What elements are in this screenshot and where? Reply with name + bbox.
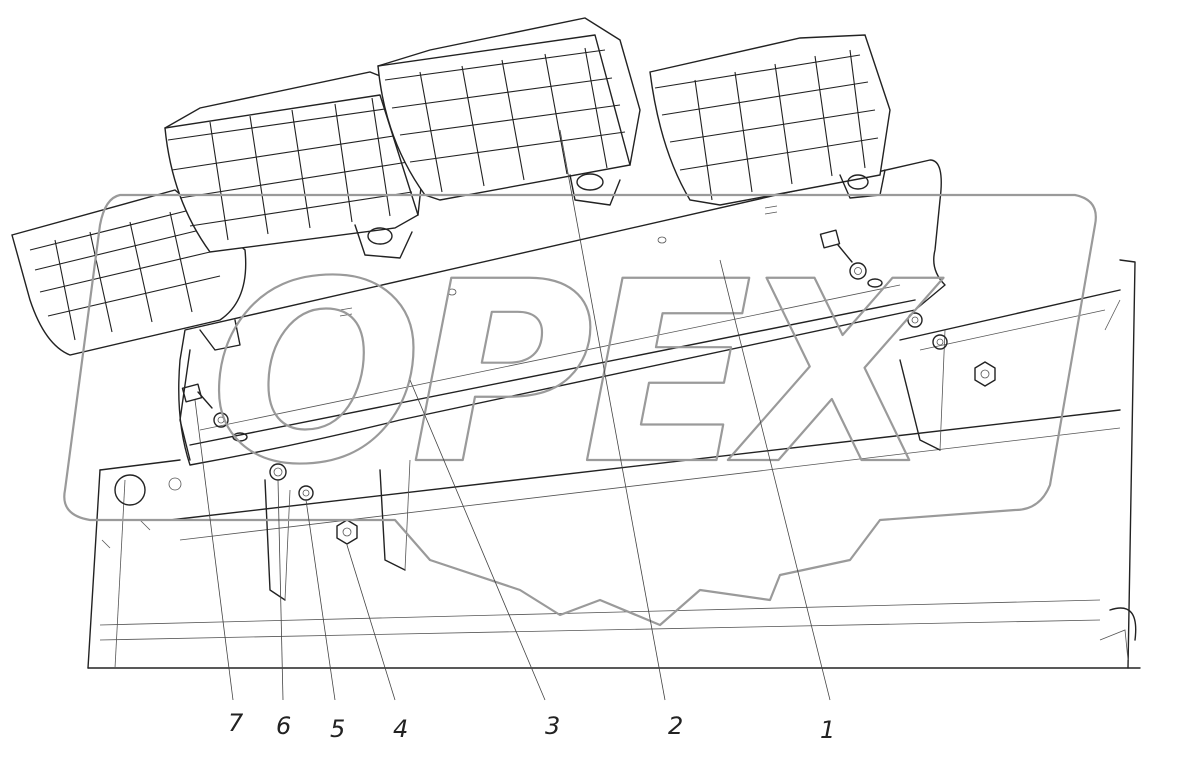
bolt-left xyxy=(181,383,229,428)
mounting-bracket xyxy=(178,159,946,601)
work-lamp-far-left xyxy=(11,189,247,356)
opex-watermark: OPEX xyxy=(63,193,1097,627)
work-lamp-right xyxy=(649,34,891,206)
callout-6: 6 xyxy=(276,712,291,740)
work-lamp-center-left xyxy=(164,71,426,259)
work-lamp-center-right xyxy=(377,17,641,206)
callout-2: 2 xyxy=(668,712,683,740)
bolt-right xyxy=(819,229,867,280)
callout-4: 4 xyxy=(393,715,408,743)
callout-3: 3 xyxy=(545,712,560,740)
leader-lines xyxy=(194,129,831,701)
callout-5: 5 xyxy=(330,715,345,743)
callout-7: 7 xyxy=(228,709,244,737)
watermark-text: OPEX xyxy=(210,228,944,519)
cab-roof-frame xyxy=(87,259,1141,669)
callout-labels: 1 2 3 4 5 6 7 xyxy=(228,709,835,744)
callout-1: 1 xyxy=(820,716,835,744)
